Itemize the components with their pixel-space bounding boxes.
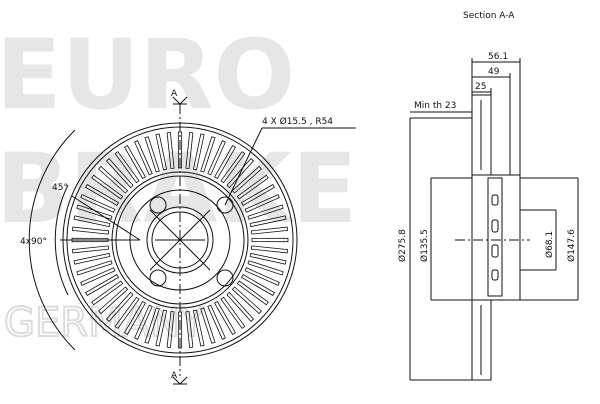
angle-45-label: 45°: [52, 183, 68, 193]
watermark-line1: EURO: [0, 19, 295, 131]
section-marker-bottom-arrow: [172, 376, 181, 385]
dia-outer-label: Ø275.8: [397, 229, 408, 262]
diagonal-centerline-2: [149, 209, 211, 271]
vent-slot: [144, 307, 160, 344]
vent-slot: [134, 304, 153, 340]
vent-slot: [144, 136, 160, 173]
bolt-hole-3: [149, 269, 167, 287]
section-letter-top: A: [171, 89, 178, 99]
vent-slot: [220, 296, 246, 329]
vent-slot: [236, 280, 269, 306]
vent-slot: [214, 300, 236, 335]
angle-arc-45: [54, 184, 69, 296]
bolt-pattern-label: 4 X Ø15.5 , R54: [262, 116, 333, 127]
bolt-pattern-leader: [224, 127, 263, 206]
vent-slot: [91, 174, 124, 200]
vent-slot: [244, 267, 280, 286]
vent-slot: [192, 309, 205, 347]
vent-slot: [76, 260, 113, 276]
vent-slot: [124, 300, 146, 335]
vent-slot: [192, 133, 205, 171]
bolt-hole-2: [216, 196, 234, 214]
vent-slot: [250, 245, 289, 254]
section-marker-bottom-arrow-2: [179, 376, 188, 385]
section-marker-top-arrow: [172, 96, 181, 105]
vent-slot: [155, 309, 168, 347]
width-hat-label: 49: [488, 67, 500, 77]
vent-slot: [76, 204, 113, 220]
vent-slot: [166, 131, 175, 170]
vent-slot: [80, 194, 116, 213]
vent-slot: [114, 151, 140, 184]
vent-slot: [114, 296, 140, 329]
vent-slot: [71, 245, 110, 254]
vent-slot: [105, 158, 134, 189]
vent-slot: [98, 165, 129, 194]
vent-slot: [207, 140, 226, 176]
vent-slot: [85, 274, 120, 296]
thickness-label: 25: [475, 82, 486, 92]
dia-bore-label: Ø68.1: [544, 231, 555, 258]
vent-slot: [220, 151, 246, 184]
vent-slot: [249, 252, 287, 265]
section-title: Section A-A: [463, 11, 515, 21]
angle-line-45: [71, 195, 141, 241]
dia-hub-label: Ø147.6: [566, 229, 577, 262]
angle-4x90-label: 4x90°: [20, 237, 47, 247]
bolt-slot-2: [491, 219, 499, 233]
vent-slot: [231, 286, 262, 315]
bolt-hole-1: [149, 196, 167, 214]
vent-slot: [200, 136, 216, 173]
section-marker-top-arrow-2: [179, 96, 188, 105]
vent-slot: [249, 215, 287, 228]
bolt-hole-4: [216, 269, 234, 287]
section-letter-bottom: A: [171, 371, 178, 381]
hat-section: [471, 174, 521, 301]
vent-slot: [250, 226, 289, 235]
vent-slot: [207, 304, 226, 340]
vent-slot: [124, 145, 146, 180]
vent-slot: [244, 194, 280, 213]
vent-slot: [73, 252, 111, 265]
vent-slot: [185, 131, 194, 170]
bolt-slot-1: [491, 194, 499, 206]
front-view: [28, 96, 356, 385]
vent-slot: [231, 165, 262, 194]
vent-slot: [71, 237, 109, 243]
vent-slot: [200, 307, 216, 344]
hat-wall: [487, 177, 503, 297]
dia-hat-label: Ø135.5: [419, 229, 430, 262]
vent-slot: [247, 260, 284, 276]
vent-slot: [73, 215, 111, 228]
vent-slot: [177, 131, 183, 169]
bolt-slot-3: [491, 244, 499, 258]
bolt-slot-4: [491, 269, 499, 281]
vent-slot: [98, 286, 129, 315]
watermark-line3: GERMANY: [4, 300, 205, 346]
vent-slot: [71, 226, 110, 235]
width-total-label: 56.1: [488, 52, 508, 62]
vent-slot: [240, 184, 275, 206]
section-view: [409, 58, 579, 381]
vent-slot: [185, 310, 194, 349]
vent-slot: [240, 274, 275, 296]
vent-slot: [214, 145, 236, 180]
vent-slot: [226, 291, 255, 322]
vent-slot: [155, 133, 168, 171]
vent-slot: [85, 184, 120, 206]
vent-slot: [247, 204, 284, 220]
vent-slot: [105, 291, 134, 322]
cooling-vents: [71, 131, 289, 349]
vent-slot: [251, 237, 289, 243]
min-thickness-label: Min th 23: [414, 101, 456, 111]
vent-slot: [91, 280, 124, 306]
vent-slot: [134, 140, 153, 176]
vent-slot: [236, 174, 269, 200]
angle-arc-4x90: [28, 129, 76, 351]
vent-slot: [166, 310, 175, 349]
vent-slot: [80, 267, 116, 286]
vent-slot: [177, 311, 183, 349]
